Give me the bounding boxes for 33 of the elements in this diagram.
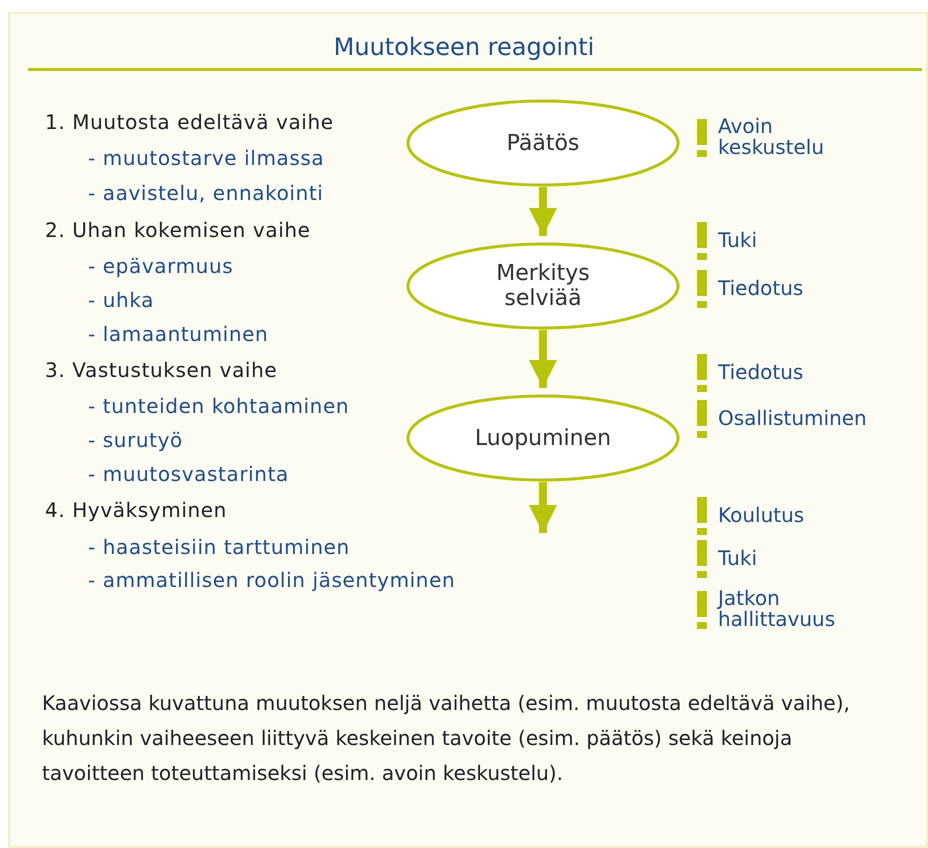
arrow: [529, 187, 557, 236]
caption-text: Kaaviossa kuvattuna muutoksen neljä vaihetta (esim. muutosta edeltävä vaihe), kuhunkin vaiheeseen liittyvä keskeinen tavoite (esim. päätös) sekä keinoja tavoitteen toteuttamiseksi (esim. avoin keskustelu).: [42, 690, 851, 787]
node-label: Luopuminen: [474, 426, 612, 450]
phase-heading: 4. Hyväksyminen: [45, 499, 227, 521]
phase-item: - muutosvastarinta: [88, 463, 289, 485]
action-label: Koulutus: [718, 504, 806, 526]
phase-heading: 1. Muutosta edeltävä vaihe: [45, 111, 334, 133]
phase-item: - surutyö: [88, 429, 183, 451]
phase-item: - epävarmuus: [88, 255, 234, 277]
ellipse-node: [406, 394, 680, 482]
phase-item: - tunteiden kohtaaminen: [88, 395, 350, 417]
action-label: Tiedotus: [718, 278, 804, 298]
diagram-title: Muutokseen reagointi: [332, 33, 596, 61]
arrow: [529, 330, 557, 388]
phase-heading: 3. Vastustuksen vaihe: [45, 359, 278, 381]
phase-item: - aavistelu, ennakointi: [88, 182, 324, 204]
action-label: Tiedotus: [718, 362, 804, 382]
phase-item: - haasteisiin tarttuminen: [88, 536, 350, 558]
action-label: Tuki: [718, 230, 758, 250]
ellipse-node: [406, 99, 680, 187]
action-label: Jatkon hallittavuus: [718, 588, 836, 630]
action-label: Avoin keskustelu: [718, 116, 826, 158]
ellipse-node: [406, 242, 680, 330]
arrow: [529, 482, 557, 533]
action-label: Osallistuminen: [718, 408, 868, 428]
action-label: Tuki: [718, 548, 758, 568]
phase-item: - muutostarve ilmassa: [88, 147, 324, 169]
phase-item: - lamaantuminen: [88, 323, 268, 345]
phase-item: - ammatillisen roolin jäsentyminen: [88, 569, 456, 591]
node-label: Merkitys selviää: [495, 261, 591, 311]
node-label: Päätös: [506, 130, 580, 156]
phase-heading: 2. Uhan kokemisen vaihe: [45, 219, 311, 241]
phase-item: - uhka: [88, 289, 154, 311]
